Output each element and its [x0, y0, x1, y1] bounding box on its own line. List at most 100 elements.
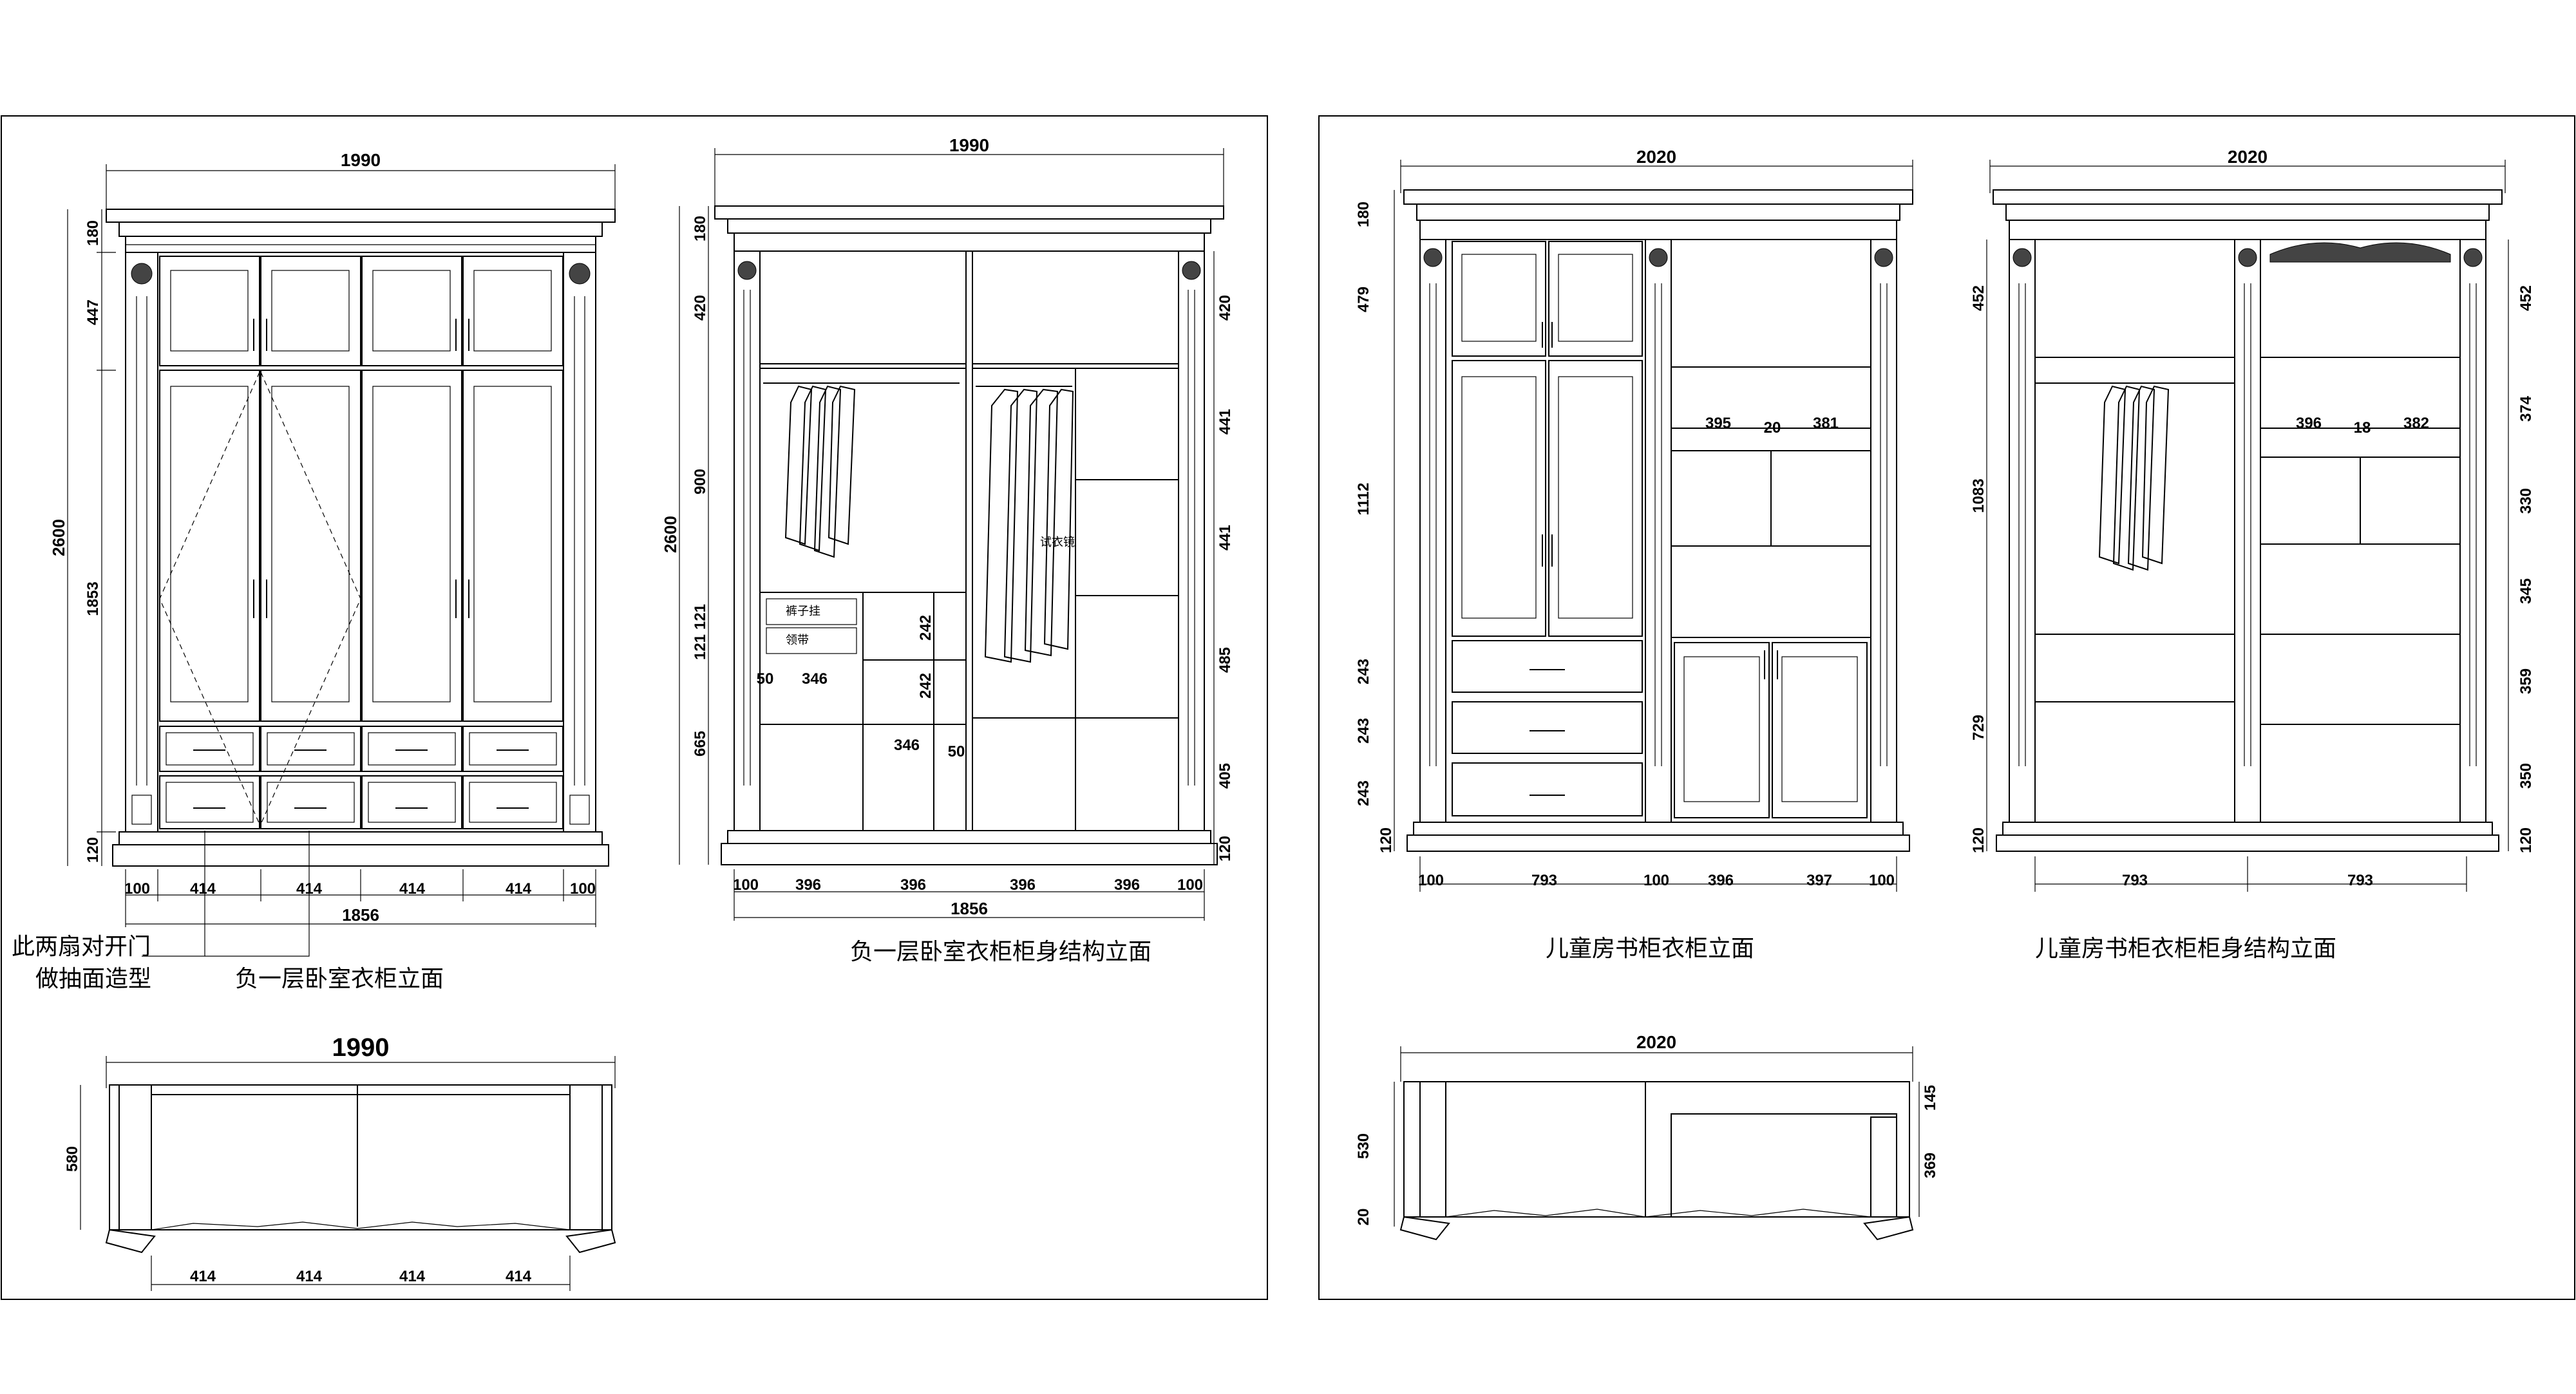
a-front-width: 1990: [341, 150, 381, 170]
b-plan-vdim-right-1: 369: [1922, 1153, 1939, 1178]
a-front-inner-width: 1856: [342, 905, 379, 925]
b-plan-width: 2020: [1636, 1032, 1676, 1052]
b-front-vdim-4: 243: [1355, 718, 1372, 744]
a-front-elevation: 1990: [12, 150, 616, 992]
b-front-elevation: 2020: [1355, 147, 1913, 962]
a-front-hdim-0: 100: [124, 880, 150, 898]
b-front-shelf-dim-0: 395: [1705, 415, 1731, 432]
a-inner-garments-left: [784, 385, 856, 558]
a-inner-hdim-4: 396: [1114, 876, 1140, 894]
a-front-vdim-1: 447: [84, 299, 102, 325]
b-front-vdim-3: 243: [1355, 659, 1372, 684]
a-inner-vdim-left-5: 665: [692, 731, 709, 757]
a-inner-height-total: 2600: [661, 516, 680, 553]
b-inner-vdim-right-1: 374: [2517, 395, 2535, 422]
a-plan-hdim-0: 414: [190, 1268, 216, 1285]
b-inner-garments: [2098, 385, 2170, 571]
b-inner-vdim-right-0: 452: [2517, 285, 2535, 311]
b-front-hdim-5: 100: [1869, 872, 1895, 889]
a-front-hdim-1: 414: [190, 880, 216, 898]
a-inner-hdim-3: 396: [1010, 876, 1036, 894]
a-front-note-line1: 此两扇对开门: [12, 934, 151, 960]
b-front-shelf-dim-2: 381: [1813, 415, 1839, 432]
a-inner-dim-2: 242: [917, 615, 934, 641]
a-inner-vdim-left-4: 121: [692, 634, 709, 660]
a-inner-vdim-left-0: 180: [692, 216, 709, 241]
a-inner-vdim-left-3: 121: [692, 604, 709, 630]
a-inner-hdim-5: 100: [1177, 876, 1203, 894]
b-plan: 2020 530 20 145 369: [1355, 1032, 1939, 1241]
a-front-vdim-3: 120: [84, 837, 102, 863]
b-front-width: 2020: [1636, 147, 1676, 167]
b-plan-vdim-right-0: 145: [1922, 1085, 1939, 1111]
a-front-title: 负一层卧室衣柜立面: [235, 966, 444, 992]
a-inner-label-tie: 领带: [786, 634, 809, 647]
a-inner-vdim-left-1: 420: [692, 295, 709, 321]
b-front-vdim-1: 479: [1355, 287, 1372, 312]
a-inner-label-pants: 裤子挂: [786, 605, 820, 618]
b-inner-shelf-dim-1: 18: [2354, 419, 2371, 437]
a-inner-vdim-right-3: 485: [1217, 647, 1234, 673]
b-inner-vdim-left-2: 729: [1970, 715, 1987, 740]
b-front-vdim-0: 180: [1355, 202, 1372, 227]
a-front-hdim-5: 100: [570, 880, 596, 898]
a-front-vdim-2: 1853: [84, 581, 102, 616]
b-front-hdim-1: 793: [1531, 872, 1557, 889]
b-inner-title: 儿童房书柜衣柜柜身结构立面: [2035, 936, 2336, 962]
b-inner-vdim-left-1: 1083: [1970, 478, 1987, 513]
b-inner-hdim-1: 793: [2347, 872, 2373, 889]
a-inner-vdim-right-1: 441: [1217, 409, 1234, 435]
a-plan-hdim-3: 414: [506, 1268, 532, 1285]
a-inner-inner-width: 1856: [951, 899, 988, 918]
b-plan-vdim-left-1: 20: [1355, 1209, 1372, 1226]
a-front-note-line2: 做抽面造型: [35, 966, 151, 992]
b-inner-hdim-0: 793: [2122, 872, 2148, 889]
a-inner-label-mirror: 试衣镜: [1040, 536, 1075, 549]
b-front-hdim-3: 396: [1708, 872, 1734, 889]
a-front-vdim-0: 180: [84, 220, 102, 246]
b-inner-width: 2020: [2228, 147, 2268, 167]
a-plan-width: 1990: [332, 1033, 390, 1062]
a-inner-dim-1: 346: [802, 670, 828, 688]
a-plan-hdim-2: 414: [399, 1268, 426, 1285]
a-inner-hdim-0: 100: [733, 876, 759, 894]
a-plan: 1990 580 414 414 414 414: [64, 1033, 616, 1291]
a-inner-hdim-2: 396: [900, 876, 926, 894]
a-plan-hdim-1: 414: [296, 1268, 323, 1285]
a-front-hdim-3: 414: [399, 880, 426, 898]
b-inner-vdim-left-3: 120: [1970, 827, 1987, 853]
b-inner-vdim-right-2: 330: [2517, 488, 2535, 514]
b-inner-vdim-right-5: 350: [2517, 763, 2535, 789]
a-inner-vdim-right-0: 420: [1217, 295, 1234, 321]
right-sheet-frame: [1318, 115, 2575, 1300]
a-inner-vdim-right-4: 405: [1217, 763, 1234, 789]
b-front-hdim-2: 100: [1643, 872, 1669, 889]
b-inner-vdim-right-6: 120: [2517, 827, 2535, 853]
a-inner-dim-4: 346: [894, 737, 920, 754]
a-inner-title: 负一层卧室衣柜柜身结构立面: [850, 939, 1151, 965]
a-inner-width: 1990: [949, 135, 989, 155]
b-inner-elevation: 2020 396: [1970, 147, 2535, 962]
a-inner-dim-3: 242: [917, 673, 934, 699]
a-inner-garments-right: [984, 388, 1074, 663]
b-front-title: 儿童房书柜衣柜立面: [1546, 936, 1754, 962]
b-inner-shelf-dim-0: 396: [2296, 415, 2322, 432]
b-front-vdim-6: 120: [1378, 827, 1395, 853]
b-front-hdim-0: 100: [1418, 872, 1444, 889]
b-inner-vdim-right-4: 359: [2517, 668, 2535, 694]
b-inner-vdim-left-0: 452: [1970, 285, 1987, 311]
b-front-shelf-dim-1: 20: [1764, 419, 1781, 437]
a-inner-vdim-left-2: 900: [692, 469, 709, 494]
b-inner-shelf-dim-2: 382: [2403, 415, 2429, 432]
a-inner-vdim-right-2: 441: [1217, 525, 1234, 551]
b-front-vdim-2: 1112: [1355, 483, 1372, 516]
a-inner-vdim-right-5: 120: [1217, 836, 1234, 862]
a-inner-elevation: 1990 裤子挂 领带: [661, 135, 1234, 965]
a-inner-dim-5: 50: [948, 743, 965, 760]
a-front-hdim-4: 414: [506, 880, 532, 898]
a-inner-dim-0: 50: [757, 670, 774, 688]
a-front-height-total: 2600: [49, 519, 68, 556]
a-plan-depth: 580: [64, 1146, 81, 1172]
